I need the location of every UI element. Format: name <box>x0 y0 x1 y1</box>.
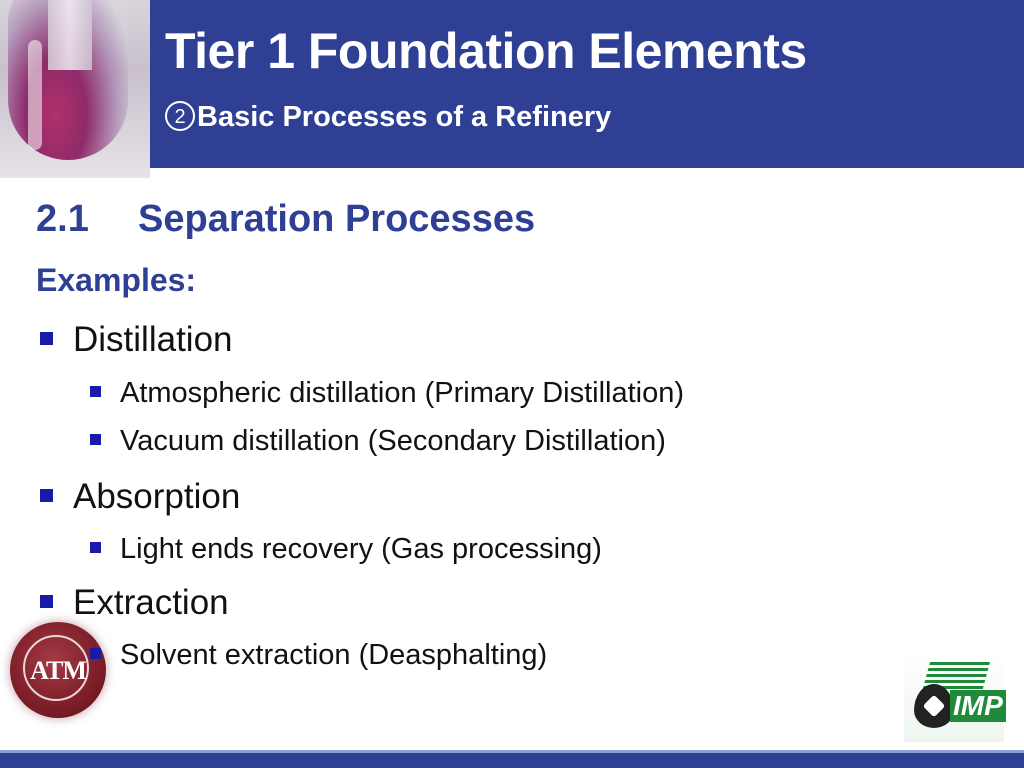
sub-list-item: Atmospheric distillation (Primary Distil… <box>90 377 684 410</box>
square-bullet-icon <box>40 332 53 345</box>
square-bullet-icon <box>40 595 53 608</box>
slide-footer <box>0 750 1024 768</box>
imp-logo: IMP <box>904 652 1006 742</box>
section-number: 2.1 <box>36 198 89 240</box>
atm-logo: ATM <box>10 622 106 718</box>
list-item-label: Distillation <box>73 320 233 359</box>
examples-label: Examples: <box>36 262 197 298</box>
list-item-label: Absorption <box>73 477 241 516</box>
slide-title: Tier 1 Foundation Elements <box>165 23 807 79</box>
sub-list-item-label: Vacuum distillation (Secondary Distillat… <box>120 425 666 457</box>
square-bullet-icon <box>90 386 101 397</box>
square-bullet-icon <box>90 542 101 553</box>
square-bullet-icon <box>90 434 101 445</box>
square-bullet-icon <box>40 489 53 502</box>
sub-list-item: Vacuum distillation (Secondary Distillat… <box>90 425 666 458</box>
flask-image <box>0 0 150 178</box>
list-item: Absorption <box>40 477 240 517</box>
sub-list-item-label: Light ends recovery (Gas processing) <box>120 533 602 565</box>
sub-list-item-label: Solvent extraction (Deasphalting) <box>120 639 548 671</box>
sub-list-item: Light ends recovery (Gas processing) <box>90 533 602 566</box>
section-title: Separation Processes <box>138 198 536 240</box>
subtitle-text: Basic Processes of a Refinery <box>197 101 612 133</box>
list-item: Extraction <box>40 583 229 623</box>
list-item-label: Extraction <box>73 583 229 622</box>
section-heading: 2.1 Separation Processes <box>36 198 535 241</box>
square-bullet-icon <box>90 648 101 659</box>
list-item: Distillation <box>40 320 233 360</box>
circled-number-icon: 2 <box>165 101 195 131</box>
sub-list-item-label: Atmospheric distillation (Primary Distil… <box>120 377 685 409</box>
sub-list-item: Solvent extraction (Deasphalting) <box>90 639 547 672</box>
